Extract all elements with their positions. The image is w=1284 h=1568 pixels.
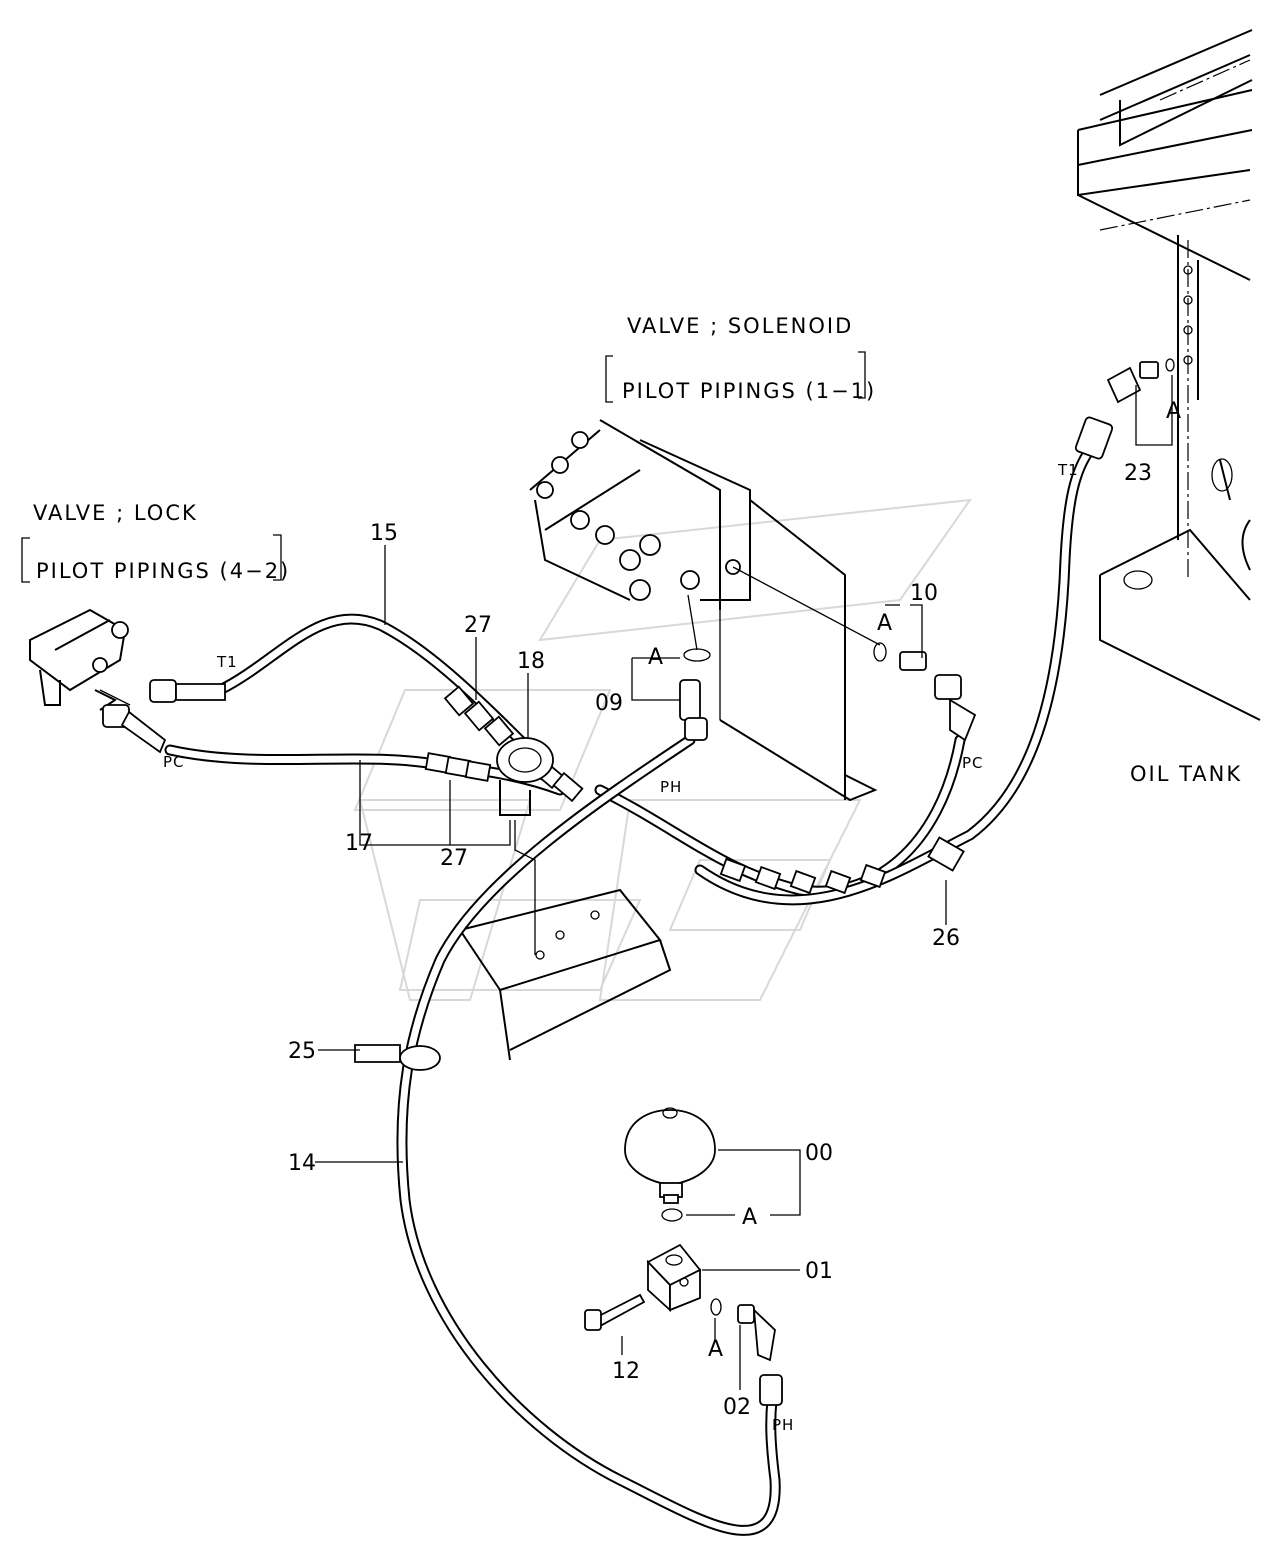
clip-25 bbox=[354, 1044, 441, 1071]
part-label-14: 14 bbox=[288, 1151, 316, 1176]
hose-14 bbox=[396, 734, 781, 1536]
oring-mark-09: A bbox=[648, 645, 663, 670]
oil-tank: OIL TANK bbox=[1077, 29, 1261, 786]
port-t1-right: T1 bbox=[1057, 461, 1079, 479]
clamp-18 bbox=[496, 737, 554, 816]
leader-lines bbox=[99, 375, 1173, 1390]
solenoid-valve: VALVE ; SOLENOID PILOT PIPINGS (1−1) bbox=[529, 314, 878, 802]
end-fittings bbox=[102, 358, 1175, 754]
accumulator bbox=[624, 1107, 716, 1222]
hose-15 bbox=[214, 613, 546, 766]
part-label-25: 25 bbox=[288, 1039, 316, 1064]
bracket-plate bbox=[458, 888, 672, 1061]
port-t1-left: T1 bbox=[216, 653, 238, 671]
fitting-02 bbox=[710, 1298, 783, 1406]
part-label-27-bottom: 27 bbox=[440, 846, 468, 871]
part-label-27-top: 27 bbox=[464, 613, 492, 638]
port-pc-right: PC bbox=[962, 754, 984, 772]
port-ph-bottom: PH bbox=[772, 1416, 794, 1434]
part-label-17: 17 bbox=[345, 831, 373, 856]
part-label-15: 15 bbox=[370, 521, 398, 546]
part-label-23: 23 bbox=[1124, 461, 1152, 486]
lock-valve: VALVE ; LOCK PILOT PIPINGS (4−2) bbox=[21, 501, 290, 711]
valve-solenoid-sub: PILOT PIPINGS (1−1) bbox=[622, 379, 876, 403]
oring-mark-10: A bbox=[877, 611, 892, 636]
port-pc-left: PC bbox=[163, 753, 185, 771]
oil-tank-label: OIL TANK bbox=[1130, 762, 1242, 786]
watermark-logo bbox=[353, 498, 973, 1001]
oring-mark-02: A bbox=[708, 1337, 723, 1362]
valve-lock-title: VALVE ; LOCK bbox=[33, 501, 198, 525]
oring-mark-00: A bbox=[742, 1205, 757, 1230]
part-labels: 15 27 18 09 10 17 27 26 23 25 14 00 01 1… bbox=[288, 461, 1152, 1420]
valve-solenoid-title: VALVE ; SOLENOID bbox=[627, 314, 853, 338]
valve-lock-sub: PILOT PIPINGS (4−2) bbox=[36, 559, 290, 583]
port-tags: T1 PC PH PC T1 PH bbox=[163, 461, 1079, 1434]
part-label-12: 12 bbox=[612, 1359, 640, 1384]
part-label-18: 18 bbox=[517, 649, 545, 674]
part-label-10: 10 bbox=[910, 581, 938, 606]
oring-marks: A A A A A bbox=[648, 399, 1181, 1362]
part-label-09: 09 bbox=[595, 691, 623, 716]
valve-block-01 bbox=[646, 1243, 702, 1313]
hose-t1-right bbox=[694, 444, 1096, 906]
part-label-26: 26 bbox=[932, 926, 960, 951]
oring-mark-23: A bbox=[1166, 399, 1181, 424]
part-label-00: 00 bbox=[805, 1141, 833, 1166]
part-label-02: 02 bbox=[723, 1395, 751, 1420]
bolt-12 bbox=[584, 1293, 646, 1331]
part-label-01: 01 bbox=[805, 1259, 833, 1284]
port-ph-mid: PH bbox=[660, 778, 682, 796]
